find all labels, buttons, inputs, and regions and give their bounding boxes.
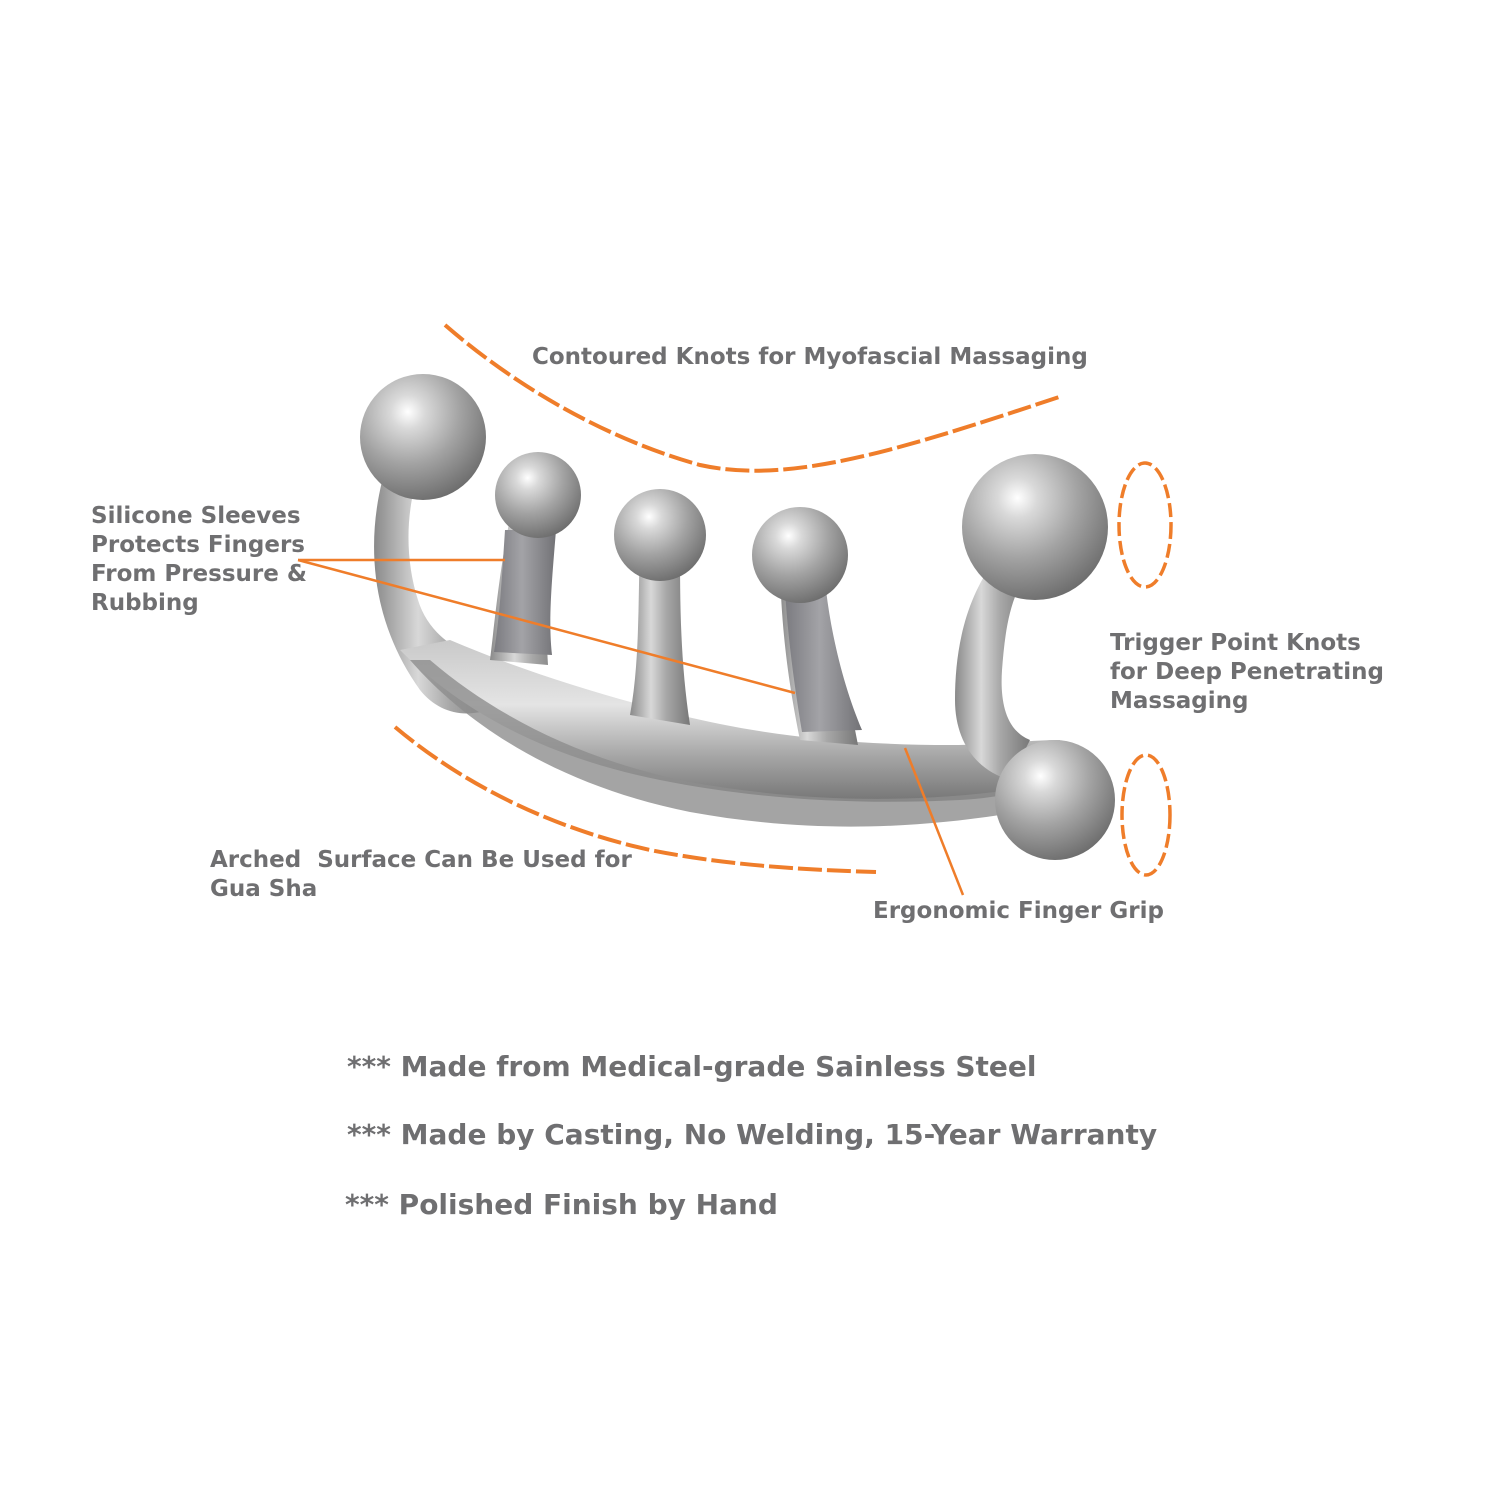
label-line: Silicone Sleeves <box>91 503 301 529</box>
stem-2 <box>630 540 690 725</box>
label-arched-surface: Arched Surface Can Be Used for Gua Sha <box>210 846 632 904</box>
contoured-knots-dashed-curve <box>443 323 1063 473</box>
label-line: Contoured Knots for Myofascial Massaging <box>532 344 1088 370</box>
trigger-point-top-dashed-ellipse <box>1117 461 1173 589</box>
label-finger-grip: Ergonomic Finger Grip <box>873 897 1164 926</box>
label-line: From Pressure & <box>91 561 307 587</box>
knob-2 <box>614 489 706 581</box>
leader-sleeves-2 <box>297 558 796 695</box>
arched-surface-dashed-curve <box>393 725 877 874</box>
note-polished-finish: *** Polished Finish by Hand <box>345 1188 778 1221</box>
label-line: Arched Surface Can Be Used for <box>210 847 632 873</box>
note-material: *** Made from Medical-grade Sainless Ste… <box>347 1050 1037 1083</box>
leader-finger-grip <box>903 747 965 896</box>
right-arm <box>955 560 1030 780</box>
knob-right-top <box>962 454 1108 600</box>
knob-right-bottom <box>995 740 1115 860</box>
arched-body-underside <box>410 660 1010 827</box>
label-line: Protects Fingers <box>91 532 305 558</box>
knob-1 <box>495 452 581 538</box>
label-silicone-sleeves: Silicone Sleeves Protects Fingers From P… <box>91 502 307 618</box>
label-line: Ergonomic Finger Grip <box>873 898 1164 924</box>
trigger-point-bottom-dashed-ellipse <box>1120 753 1172 877</box>
silicone-sleeve-2 <box>785 590 862 732</box>
knob-left-large <box>360 374 486 500</box>
label-line: Rubbing <box>91 590 199 616</box>
label-line: Trigger Point Knots <box>1110 630 1361 656</box>
note-casting-warranty: *** Made by Casting, No Welding, 15-Year… <box>347 1118 1158 1151</box>
label-trigger-point: Trigger Point Knots for Deep Penetrating… <box>1110 629 1384 716</box>
label-line: Gua Sha <box>210 876 318 902</box>
label-line: Massaging <box>1110 688 1249 714</box>
silicone-sleeve-1 <box>494 530 556 655</box>
arched-body <box>400 640 1060 802</box>
label-line: for Deep Penetrating <box>1110 659 1384 685</box>
knob-3 <box>752 507 848 603</box>
label-contoured-knots: Contoured Knots for Myofascial Massaging <box>532 343 1088 372</box>
